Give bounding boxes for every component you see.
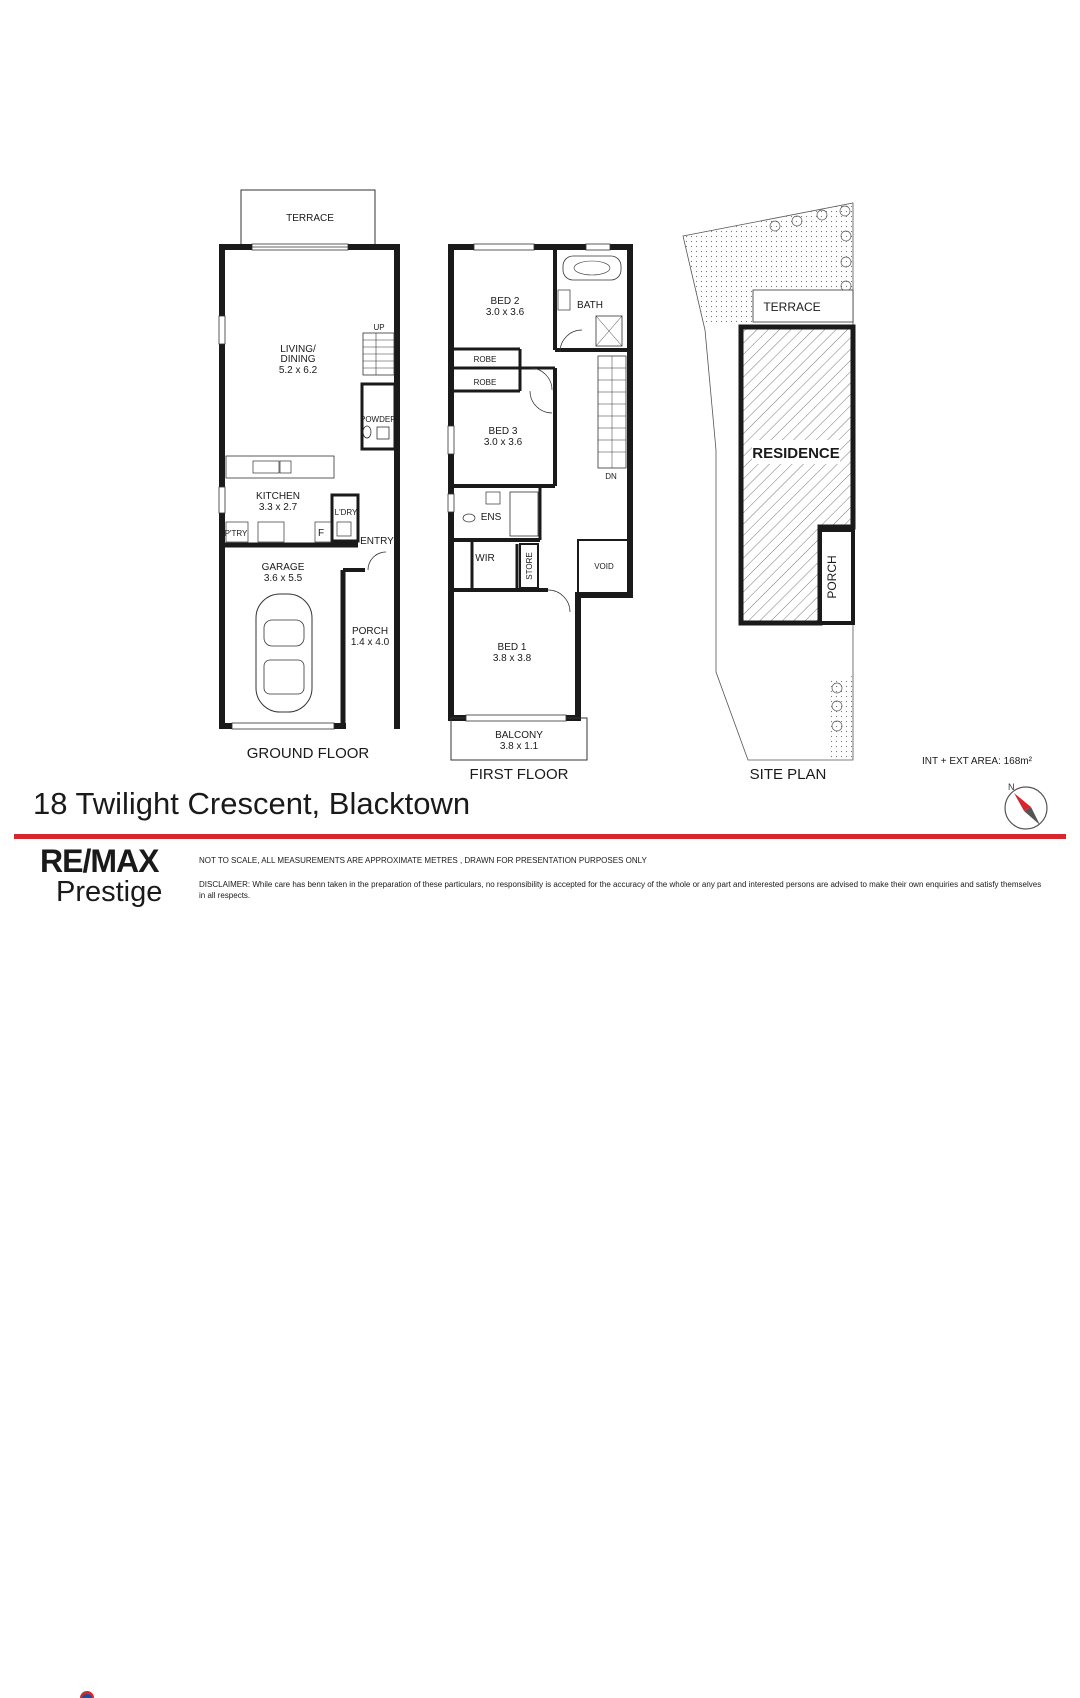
balcony-dim: 3.8 x 1.1 — [500, 741, 539, 752]
bathtub — [562, 255, 622, 281]
ensuite-shower — [509, 491, 539, 537]
residence-footprint — [738, 324, 856, 626]
site-porch-label: PORCH — [825, 555, 839, 598]
car-icon — [255, 593, 313, 713]
up-label: UP — [373, 323, 384, 332]
void-area — [577, 539, 631, 596]
porch-label: PORCH — [352, 626, 388, 637]
bed1-label: BED 1 — [498, 642, 527, 653]
terrace-label: TERRACE — [286, 213, 334, 224]
bed3-label: BED 3 — [489, 426, 518, 437]
ground-floor-plan: TERRACE LIVING/ DINING 5.2 x 6.2 UP POWD… — [218, 189, 400, 762]
powder-label: POWDER — [360, 415, 396, 424]
site-terrace — [752, 289, 854, 323]
robe-label-2: ROBE — [474, 378, 497, 387]
void-label: VOID — [594, 562, 614, 571]
fridge-space — [314, 521, 332, 543]
ground-floor-title: GROUND FLOOR — [247, 745, 370, 762]
residence-label: RESIDENCE — [752, 445, 840, 462]
cooktop — [257, 521, 285, 543]
site-plan-title: SITE PLAN — [750, 766, 827, 783]
robe-label-1: ROBE — [474, 355, 497, 364]
balcony-label: BALCONY — [495, 730, 543, 741]
wir-label: WIR — [475, 553, 494, 564]
site-plan: TERRACE RESIDENCE PORCH SITE PLAN — [682, 202, 856, 783]
balloon-icon — [80, 1691, 94, 1698]
bed3-dim: 3.0 x 3.6 — [484, 437, 523, 448]
window — [218, 315, 226, 345]
ground-outer-wall — [219, 244, 400, 729]
floor-plan-drawing: TERRACE LIVING/ DINING 5.2 x 6.2 UP POWD… — [218, 189, 856, 783]
living-label: LIVING/ — [280, 344, 316, 355]
down-label: DN — [605, 472, 617, 481]
laundry-label: L'DRY — [335, 508, 358, 517]
first-floor-plan: BED 2 3.0 x 3.6 BATH ROBE ROBE BED 3 3.0… — [447, 243, 633, 783]
garage-label: GARAGE — [262, 562, 305, 573]
laundry — [330, 493, 360, 543]
entry-label: ENTRY — [360, 536, 394, 547]
compass-north-label: N — [1008, 782, 1015, 792]
first-outer-wall — [448, 244, 633, 721]
window — [218, 486, 226, 514]
fridge-label: F — [318, 528, 324, 539]
disclaimer-text: DISCLAIMER: While care has benn taken in… — [199, 880, 1042, 900]
store-label: STORE — [525, 552, 534, 579]
compass-icon: N — [1004, 782, 1048, 830]
logo-brand: RE/MAX — [40, 843, 159, 879]
garage-dim: 3.6 x 5.5 — [264, 573, 303, 584]
kitchen-dim: 3.3 x 2.7 — [259, 502, 298, 513]
bed1-dim: 3.8 x 3.8 — [493, 653, 532, 664]
bed2-dim: 3.0 x 3.6 — [486, 307, 525, 318]
living-dim: 5.2 x 6.2 — [279, 365, 318, 376]
logo-office: Prestige — [56, 876, 163, 908]
shower — [595, 315, 623, 347]
agency-logo: RE/MAX Prestige — [40, 843, 180, 1698]
kitchen-label: KITCHEN — [256, 491, 300, 502]
site-porch — [818, 528, 855, 625]
bed2-label: BED 2 — [491, 296, 520, 307]
accent-divider — [14, 834, 1066, 839]
ensuite-label: ENS — [481, 512, 502, 523]
pantry-label: P'TRY — [225, 529, 248, 538]
scale-note: NOT TO SCALE, ALL MEASUREMENTS ARE APPRO… — [199, 856, 647, 865]
living-label-2: DINING — [281, 354, 316, 365]
first-floor-title: FIRST FLOOR — [470, 766, 569, 783]
bath-label: BATH — [577, 300, 603, 311]
kitchen-bench — [225, 455, 335, 479]
property-address: 18 Twilight Crescent, Blacktown — [33, 786, 471, 821]
site-terrace-label: TERRACE — [763, 300, 820, 314]
powder-room — [360, 382, 397, 451]
porch-dim: 1.4 x 4.0 — [351, 637, 390, 648]
area-text: INT + EXT AREA: 168m² — [922, 756, 1032, 767]
